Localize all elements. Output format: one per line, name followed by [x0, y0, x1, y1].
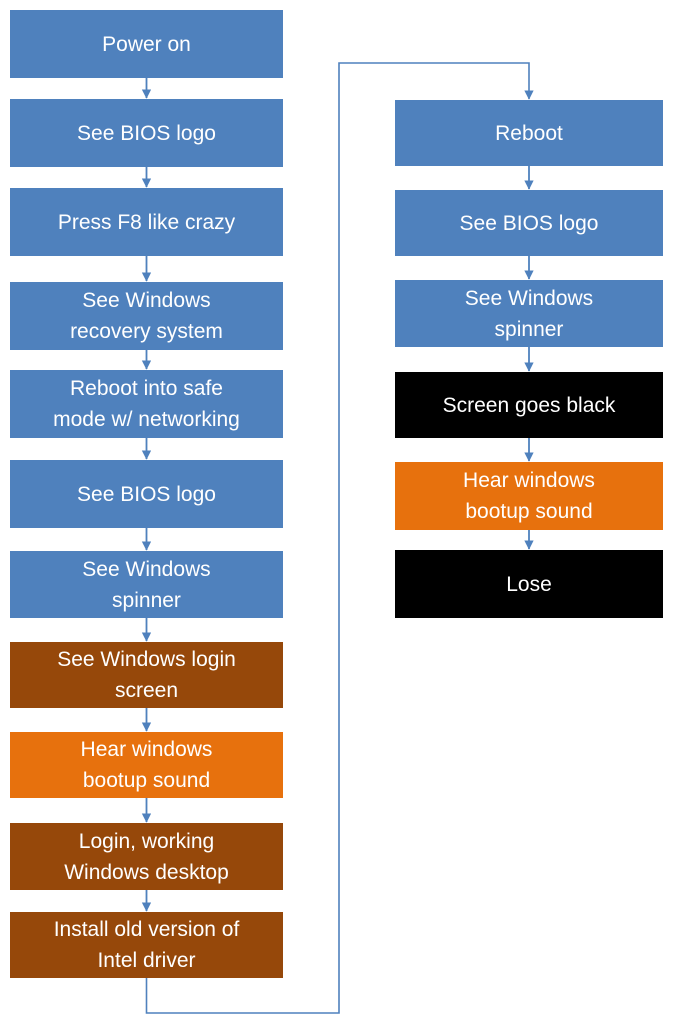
flow-node-see-windows-login: See Windows login screen — [10, 642, 283, 708]
flow-node-label: Lose — [506, 572, 552, 596]
flow-node-label: See BIOS logo — [77, 482, 216, 506]
flow-node-lose: Lose — [395, 550, 663, 618]
flow-node-label: Hear windows bootup sound — [463, 469, 595, 523]
flow-node-hear-bootup-sound-2: Hear windows bootup sound — [395, 462, 663, 530]
flow-node-see-bios-logo-3: See BIOS logo — [395, 190, 663, 256]
flow-node-label: Install old version of Intel driver — [53, 918, 240, 972]
flow-node-press-f8: Press F8 like crazy — [10, 188, 283, 256]
flow-node-see-bios-logo-2: See BIOS logo — [10, 460, 283, 528]
flow-node-label: Hear windows bootup sound — [80, 738, 213, 792]
flow-node-hear-bootup-sound-1: Hear windows bootup sound — [10, 732, 283, 798]
flow-node-power-on: Power on — [10, 10, 283, 78]
flow-node-label: Reboot — [495, 121, 563, 145]
flow-node-see-bios-logo-1: See BIOS logo — [10, 99, 283, 167]
flow-node-label: See BIOS logo — [459, 211, 599, 235]
flow-node-label: Reboot into safe mode w/ networking — [53, 377, 240, 431]
flow-node-see-windows-recovery: See Windows recovery system — [10, 282, 283, 350]
flow-node-screen-goes-black: Screen goes black — [395, 372, 663, 438]
flow-node-label: Press F8 like crazy — [57, 210, 236, 234]
flow-node-reboot-safe-mode: Reboot into safe mode w/ networking — [10, 370, 283, 438]
flow-node-label: See Windows login screen — [57, 648, 236, 702]
flow-node-label: Screen goes black — [442, 393, 616, 417]
flow-node-reboot: Reboot — [395, 100, 663, 166]
flow-node-label: See BIOS logo — [77, 121, 216, 145]
flow-node-see-windows-spinner-2: See Windows spinner — [395, 280, 663, 347]
flow-node-label: Login, working Windows desktop — [64, 829, 229, 884]
flow-node-label: See Windows spinner — [82, 557, 211, 612]
flow-node-see-windows-spinner-1: See Windows spinner — [10, 551, 283, 618]
flow-node-label: See Windows spinner — [464, 286, 594, 341]
flow-node-install-old-intel-driver: Install old version of Intel driver — [10, 912, 283, 978]
flow-node-login-working-desktop: Login, working Windows desktop — [10, 823, 283, 890]
flow-node-label: See Windows recovery system — [70, 289, 223, 343]
flow-node-label: Power on — [102, 32, 191, 56]
